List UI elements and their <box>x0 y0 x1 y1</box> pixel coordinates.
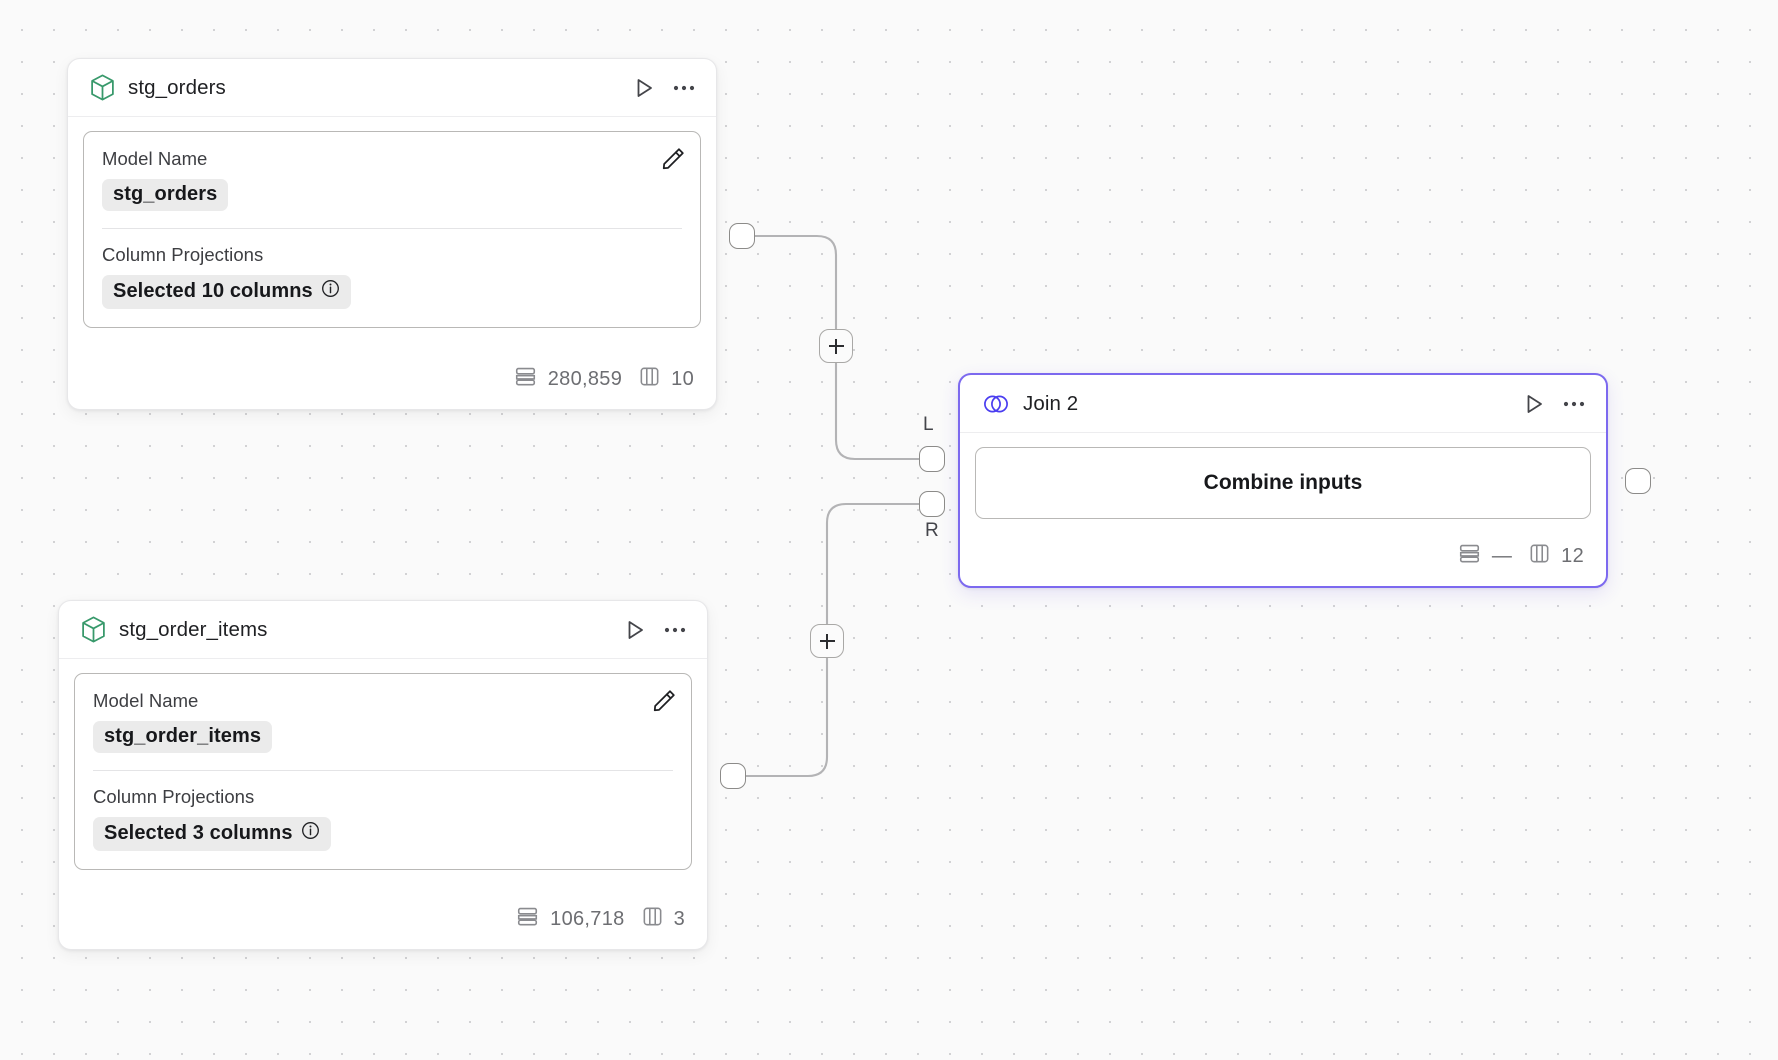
more-options-icon[interactable] <box>672 84 696 92</box>
rows-icon <box>514 365 537 394</box>
run-icon[interactable] <box>623 618 647 642</box>
column-count-value: 10 <box>671 368 694 390</box>
add-node-button-right-edge[interactable] <box>810 624 844 658</box>
column-count-value: 12 <box>1561 545 1584 567</box>
rows-icon <box>1458 542 1481 571</box>
node-title: Join 2 <box>1023 391 1079 415</box>
row-count-stat: 106,718 <box>516 905 624 934</box>
field-divider <box>93 770 673 771</box>
row-count-value: 280,859 <box>547 368 623 390</box>
port-input-join-right[interactable] <box>919 491 945 517</box>
node-footer: 106,718 3 <box>59 891 707 949</box>
node-title: stg_order_items <box>119 617 268 641</box>
model-config-card[interactable]: Model Name stg_orders Column Projections… <box>83 131 701 328</box>
chip-value: Selected 3 columns <box>104 822 293 844</box>
port-output-join-2[interactable] <box>1625 468 1651 494</box>
add-node-button-left-edge[interactable] <box>819 329 853 363</box>
node-body: Model Name stg_orders Column Projections… <box>68 117 716 351</box>
more-options-icon[interactable] <box>663 626 687 634</box>
row-count-value: — <box>1491 545 1513 567</box>
info-icon[interactable] <box>321 279 340 304</box>
column-count-stat: 12 <box>1529 542 1584 571</box>
edit-pencil-icon[interactable] <box>660 146 685 171</box>
columns-icon <box>639 365 660 394</box>
chip-column-projections[interactable]: Selected 10 columns <box>102 275 351 309</box>
venn-icon <box>982 392 1010 416</box>
columns-icon <box>1529 542 1550 571</box>
chip-model-name[interactable]: stg_orders <box>102 179 229 211</box>
cube-icon <box>81 616 106 643</box>
column-count-stat: 10 <box>639 365 694 394</box>
port-label-left: L <box>923 414 934 435</box>
info-icon[interactable] <box>301 821 320 846</box>
node-footer: — 12 <box>960 528 1606 586</box>
node-title: stg_orders <box>128 75 226 99</box>
node-header: stg_orders <box>68 59 716 117</box>
column-count-stat: 3 <box>642 905 685 934</box>
chip-value: stg_order_items <box>104 725 262 747</box>
port-output-stg-orders[interactable] <box>729 223 755 249</box>
more-options-icon[interactable] <box>1562 400 1586 408</box>
field-label-column-projections: Column Projections <box>102 244 264 265</box>
field-label-column-projections: Column Projections <box>93 786 255 807</box>
node-footer: 280,859 10 <box>68 351 716 409</box>
combine-inputs-button[interactable]: Combine inputs <box>975 447 1591 519</box>
edit-pencil-icon[interactable] <box>651 688 676 713</box>
port-output-stg-order-items[interactable] <box>720 763 746 789</box>
port-input-join-left[interactable] <box>919 446 945 472</box>
port-label-right: R <box>925 520 939 541</box>
row-count-stat: 280,859 <box>514 365 622 394</box>
run-icon[interactable] <box>1522 392 1546 416</box>
column-count-value: 3 <box>673 908 685 930</box>
chip-value: stg_orders <box>113 183 218 205</box>
row-count-value: 106,718 <box>550 908 625 930</box>
node-header: stg_order_items <box>59 601 707 659</box>
run-icon[interactable] <box>632 76 656 100</box>
model-config-card[interactable]: Model Name stg_order_items Column Projec… <box>74 673 692 870</box>
node-header: Join 2 <box>960 375 1606 433</box>
field-divider <box>102 228 682 229</box>
field-label-model-name: Model Name <box>93 690 199 711</box>
chip-column-projections[interactable]: Selected 3 columns <box>93 817 331 851</box>
rows-icon <box>516 905 539 934</box>
node-body: Combine inputs <box>960 433 1606 528</box>
chip-value: Selected 10 columns <box>113 280 313 302</box>
field-label-model-name: Model Name <box>102 148 208 169</box>
node-body: Model Name stg_order_items Column Projec… <box>59 659 707 891</box>
node-join-2[interactable]: Join 2 Combine inputs <box>958 373 1608 588</box>
row-count-stat: — <box>1458 542 1512 571</box>
node-stg-order-items[interactable]: stg_order_items <box>58 600 708 950</box>
columns-icon <box>642 905 663 934</box>
chip-model-name[interactable]: stg_order_items <box>93 721 273 753</box>
node-stg-orders[interactable]: stg_orders <box>67 58 717 410</box>
cube-icon <box>90 74 115 101</box>
